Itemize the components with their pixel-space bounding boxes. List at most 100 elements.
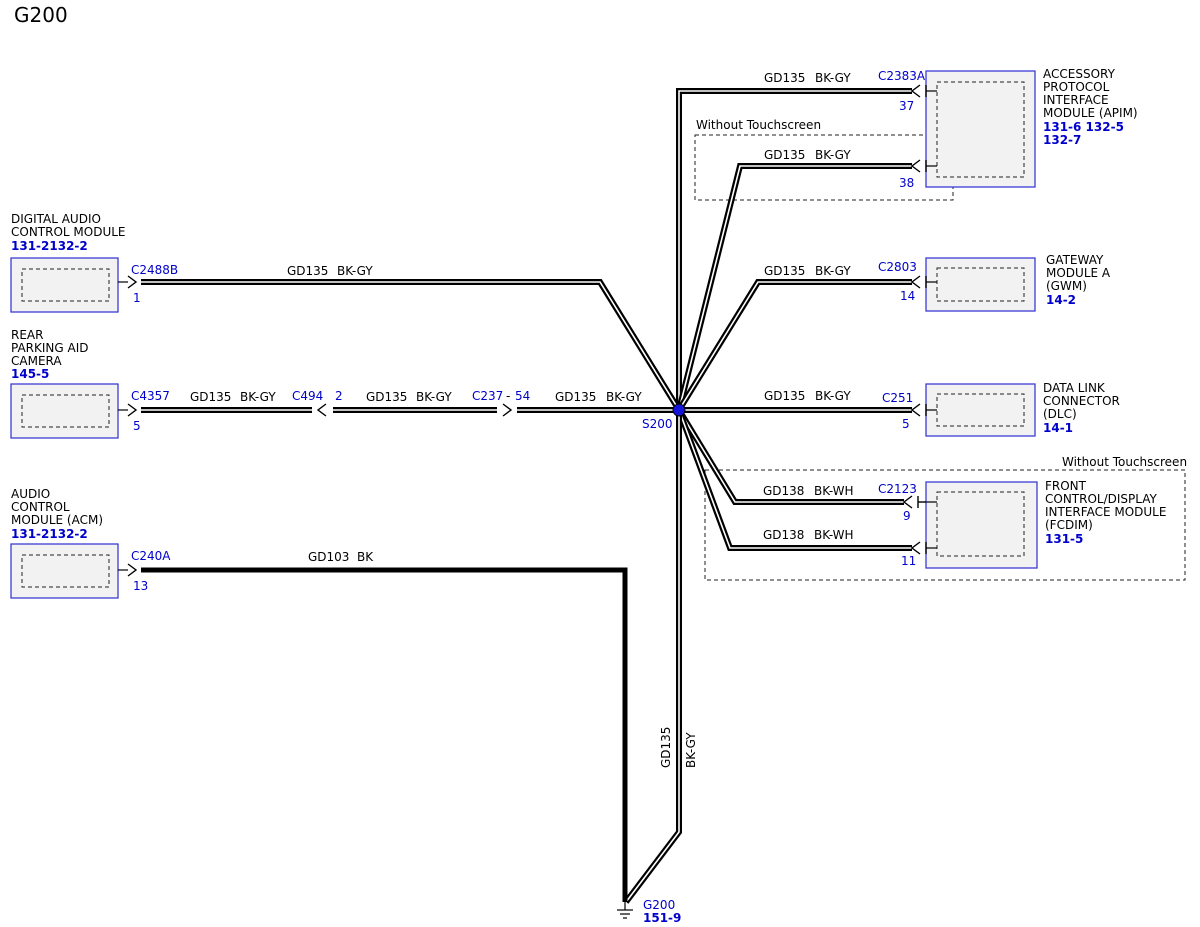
dlc-pin: 5: [902, 417, 910, 431]
module-apim: [925, 70, 1036, 188]
ground-icon: [617, 902, 633, 919]
gwm-name-line-2: MODULE A: [1046, 266, 1111, 280]
acm-name-line-2: CONTROL: [11, 500, 70, 514]
c237-pin: 54: [515, 389, 530, 403]
rpac-name-line-2: PARKING AID: [11, 341, 89, 355]
wire-fcdim9-circuit: GD138: [763, 484, 804, 498]
acm-name-line-3: MODULE (ACM): [11, 513, 103, 527]
wire-gwm-circuit: GD135: [764, 264, 805, 278]
module-rpac: [10, 383, 128, 439]
wire-apim-38: [676, 163, 912, 411]
wire-apim37-circuit: GD135: [764, 71, 805, 85]
apim-connector: C2383A: [878, 69, 926, 83]
c237-name: C237: [472, 389, 503, 403]
gwm-labels: GATEWAY MODULE A (GWM) 14-2 C2803 14: [878, 253, 1111, 307]
fcdim-pin-9: 9: [903, 509, 911, 523]
page-title: G200: [14, 3, 68, 27]
fcdim-name-line-1: FRONT: [1045, 479, 1087, 493]
wire-fcdim9-color: BK-WH: [814, 484, 854, 498]
wire-dlc-color: BK-GY: [815, 389, 851, 403]
wire-apim38-circuit: GD135: [764, 148, 805, 162]
rpac-name-line-1: REAR: [11, 328, 43, 342]
wire-dacm-circuit: GD135: [287, 264, 328, 278]
module-dacm: [10, 257, 128, 313]
dlc-name-line-2: CONNECTOR: [1043, 394, 1120, 408]
acm-pin: 13: [133, 579, 148, 593]
apim-labels: ACCESSORY PROTOCOL INTERFACE MODULE (API…: [878, 67, 1138, 190]
wire-ground-color: BK-GY: [684, 732, 698, 768]
wire-fcdim11-circuit: GD138: [763, 528, 804, 542]
apim-ref-1: 131-6 132-5: [1043, 120, 1124, 134]
wire-ground-circuit: GD135: [659, 727, 673, 768]
rpac-labels: REAR PARKING AID CAMERA 145-5 C4357 5: [11, 328, 170, 433]
module-dlc: [925, 383, 1036, 437]
wire-fcdim11-color: BK-WH: [814, 528, 854, 542]
splice-label: S200: [642, 417, 673, 431]
apim-name-line-2: PROTOCOL: [1043, 80, 1110, 94]
connector-arrows-left: [127, 275, 138, 577]
wire-apim38-color: BK-GY: [815, 148, 851, 162]
wire-acm: [141, 567, 628, 902]
gwm-ref: 14-2: [1046, 293, 1076, 307]
option-label-apim: Without Touchscreen: [696, 118, 821, 132]
module-gwm: [925, 257, 1036, 312]
dacm-name-line-2: CONTROL MODULE: [11, 225, 126, 239]
wire-rpac-a-circuit: GD135: [190, 390, 231, 404]
wire-acm-circuit: GD103: [308, 550, 349, 564]
gwm-pin: 14: [900, 289, 915, 303]
wire-dlc-circuit: GD135: [764, 389, 805, 403]
ground-ref: 151-9: [643, 911, 681, 925]
apim-name-line-4: MODULE (APIM): [1043, 106, 1138, 120]
wire-apim-37: [676, 88, 912, 410]
acm-ref: 131-2132-2: [11, 527, 88, 541]
apim-pin-37: 37: [899, 99, 914, 113]
wire-ground: [623, 410, 682, 904]
rpac-ref: 145-5: [11, 367, 49, 381]
connector-arrows-right: [902, 84, 927, 555]
acm-labels: AUDIO CONTROL MODULE (ACM) 131-2132-2 C2…: [11, 487, 171, 593]
fcdim-labels: FRONT CONTROL/DISPLAY INTERFACE MODULE (…: [878, 479, 1166, 568]
fcdim-name-line-3: INTERFACE MODULE: [1045, 505, 1166, 519]
module-fcdim: [925, 481, 1038, 569]
fcdim-pin-11: 11: [901, 554, 916, 568]
c237-dash: -: [506, 389, 510, 403]
wire-rpac-b-color: BK-GY: [416, 390, 452, 404]
wire-apim37-color: BK-GY: [815, 71, 851, 85]
inline-connector-arrows: [316, 403, 513, 417]
wire-rpac-b-circuit: GD135: [366, 390, 407, 404]
splice-dot: [672, 403, 686, 417]
acm-name-line-1: AUDIO: [11, 487, 50, 501]
c494-pin: 2: [335, 389, 343, 403]
fcdim-name-line-2: CONTROL/DISPLAY: [1045, 492, 1158, 506]
wire-rpac-c-circuit: GD135: [555, 390, 596, 404]
dacm-connector: C2488B: [131, 263, 178, 277]
gwm-name-line-1: GATEWAY: [1046, 253, 1104, 267]
rpac-name-line-3: CAMERA: [11, 354, 62, 368]
ground-label: G200: [643, 898, 675, 912]
dlc-labels: DATA LINK CONNECTOR (DLC) 14-1 C251 5: [882, 381, 1120, 435]
wire-labels: GD135 BK-GY GD135 BK-GY GD135 BK-GY GD13…: [190, 71, 854, 768]
dacm-name-line-1: DIGITAL AUDIO: [11, 212, 101, 226]
dlc-connector: C251: [882, 391, 913, 405]
apim-ref-2: 132-7: [1043, 133, 1081, 147]
c494-name: C494: [292, 389, 323, 403]
dlc-name-line-1: DATA LINK: [1043, 381, 1106, 395]
wire-acm-color: BK: [357, 550, 374, 564]
option-label-fcdim: Without Touchscreen: [1062, 455, 1187, 469]
wire-rpac-a-color: BK-GY: [240, 390, 276, 404]
apim-name-line-3: INTERFACE: [1043, 93, 1109, 107]
apim-name-line-1: ACCESSORY: [1043, 67, 1116, 81]
apim-pin-38: 38: [899, 176, 914, 190]
fcdim-name-line-4: (FCDIM): [1045, 518, 1093, 532]
rpac-connector: C4357: [131, 389, 170, 403]
wire-dacm-color: BK-GY: [337, 264, 373, 278]
option-box-fcdim: [704, 469, 1186, 581]
dlc-ref: 14-1: [1043, 421, 1073, 435]
dacm-ref: 131-2132-2: [11, 239, 88, 253]
fcdim-ref: 131-5: [1045, 532, 1083, 546]
wires: [141, 88, 912, 904]
dacm-labels: DIGITAL AUDIO CONTROL MODULE 131-2132-2 …: [11, 212, 178, 305]
dacm-pin: 1: [133, 291, 141, 305]
rpac-pin: 5: [133, 419, 141, 433]
